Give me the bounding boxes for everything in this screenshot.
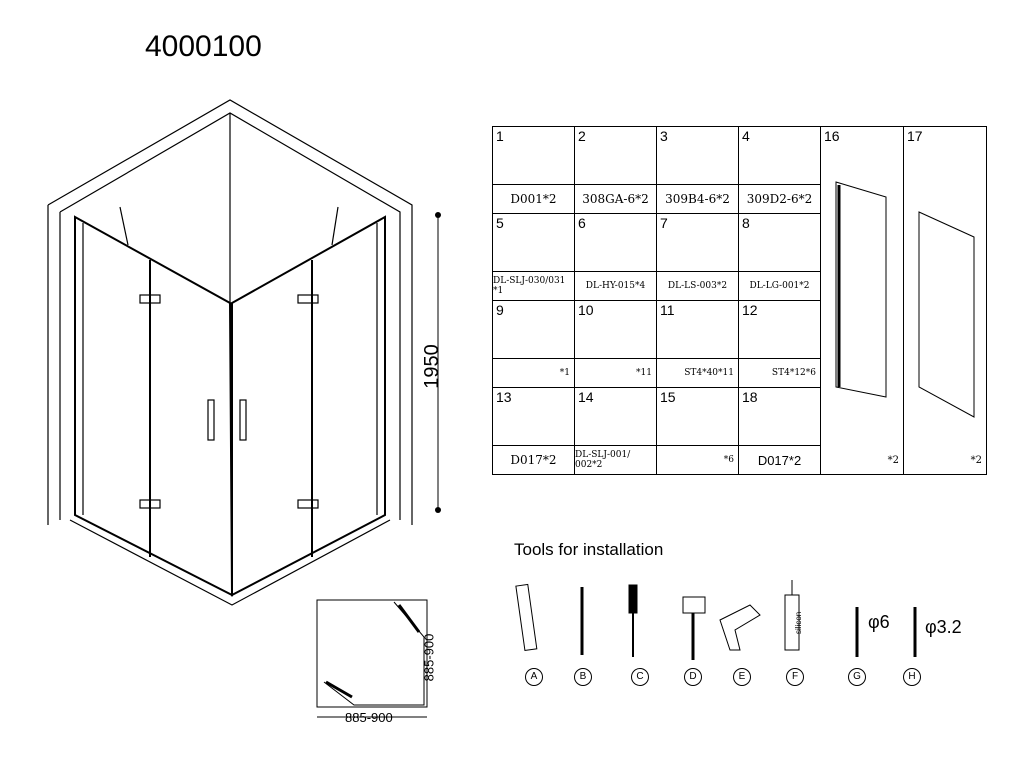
part-text: 309D2-6*2	[738, 184, 821, 214]
part-text: 5	[496, 215, 504, 231]
drill-bit-6-size: φ6	[868, 612, 890, 632]
part-cell: 18	[738, 387, 821, 446]
tool-label-d: D	[684, 668, 702, 686]
part-text: *1	[492, 358, 575, 388]
part-cell: 14	[574, 387, 657, 446]
tool-label-a: A	[525, 668, 543, 686]
part-text: DL-LG-001*2	[738, 271, 821, 301]
part-cell: 12	[738, 300, 821, 359]
part-cell: 2	[574, 126, 657, 185]
drill-bit-3-2-size: φ3.2	[925, 617, 962, 637]
part-17-cell: 17 *2	[903, 126, 987, 475]
part-text: 17	[907, 128, 923, 144]
part-text: *2	[970, 455, 982, 466]
part-text: 12	[742, 302, 758, 318]
part-text: 11	[660, 302, 675, 318]
plan-depth-dimension: 885-900	[421, 633, 437, 682]
part-text: DL-LS-003*2	[656, 271, 739, 301]
part-text: 4	[742, 128, 750, 144]
part-text: 309B4-6*2	[656, 184, 739, 214]
part-text: 10	[578, 302, 594, 318]
part-text: 15	[660, 389, 676, 405]
height-dimension-line	[435, 212, 441, 513]
shower-enclosure-drawing	[47, 99, 413, 606]
plan-view	[316, 599, 428, 718]
part-text: 2	[578, 128, 586, 144]
part-text: 6	[578, 215, 586, 231]
tool-label-h: H	[903, 668, 921, 686]
part-cell: 4	[738, 126, 821, 185]
part-text: 8	[742, 215, 750, 231]
part-cell: 11	[656, 300, 739, 359]
part-text: 13	[496, 389, 512, 405]
tools-title: Tools for installation	[514, 540, 664, 559]
tools-illustrations: silicon	[515, 580, 917, 660]
part-text: 1	[496, 128, 504, 144]
part-text: 18	[742, 389, 758, 405]
plan-width-dimension: 885-900	[345, 710, 393, 725]
part-text: 308GA-6*2	[574, 184, 657, 214]
part-text: *11	[574, 358, 657, 388]
part-text: DL-HY-015*4	[574, 271, 657, 301]
part-text: 7	[660, 215, 668, 231]
tool-label-b: B	[574, 668, 592, 686]
part-text: 9	[496, 302, 504, 318]
part-text: D001*2	[492, 184, 575, 214]
tool-label-e: E	[733, 668, 751, 686]
part-cell: 8	[738, 213, 821, 272]
part-cell: 3	[656, 126, 739, 185]
part-cell: 10	[574, 300, 657, 359]
tool-label-g: G	[848, 668, 866, 686]
part-cell: 7	[656, 213, 739, 272]
part-text: ST4*12*6	[738, 358, 821, 388]
part-cell: 5	[492, 213, 575, 272]
glass-panel-17	[918, 211, 975, 418]
part-cell: 1	[492, 126, 575, 185]
part-text: DL-SLJ-001/ 002*2	[574, 445, 657, 475]
part-text: 14	[578, 389, 594, 405]
part-text: DL-SLJ-030/031 *1	[492, 271, 575, 301]
part-cell: 6	[574, 213, 657, 272]
part-16-cell: 16 *2	[820, 126, 904, 475]
part-text: 16	[824, 128, 840, 144]
part-cell: 13	[492, 387, 575, 446]
part-cell: 9	[492, 300, 575, 359]
glass-panel-16	[835, 181, 887, 398]
part-text: 3	[660, 128, 668, 144]
part-text: D017*2	[492, 445, 575, 475]
model-number: 4000100	[145, 30, 262, 63]
height-dimension: 1950	[420, 344, 443, 389]
part-text: ST4*40*11	[656, 358, 739, 388]
part-text: D017*2	[738, 445, 821, 475]
tool-label-c: C	[631, 668, 649, 686]
tool-label-f: F	[786, 668, 804, 686]
part-cell: 15	[656, 387, 739, 446]
part-text: *2	[887, 455, 899, 466]
silicone-label: silicon	[794, 612, 803, 634]
part-text: *6	[656, 445, 739, 475]
